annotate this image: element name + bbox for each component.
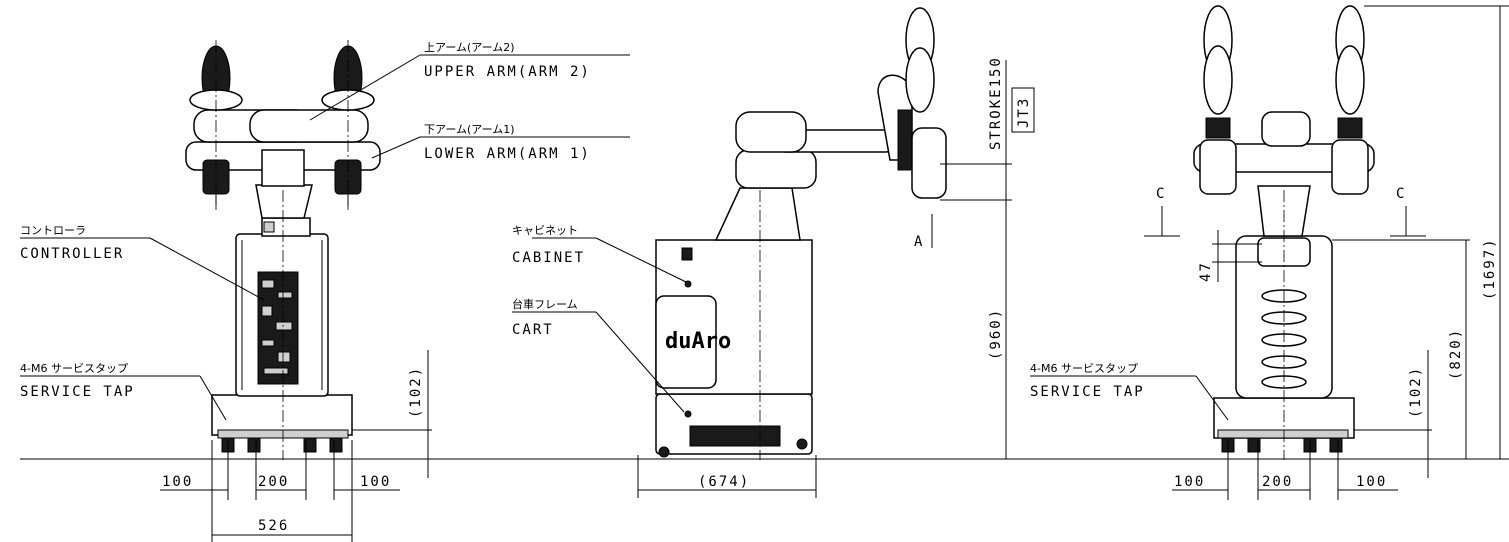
dim-right-102: (102) [1408, 366, 1424, 418]
rear-view-dimensions: 100 200 100 (102) (820) 47 (1697) [1172, 5, 1509, 500]
dim-left-526: 526 [258, 518, 289, 534]
dim-right-200: 200 [1262, 474, 1293, 490]
controller-callout: コントローラ CONTROLLER [20, 224, 265, 301]
cabinet-callout: キャビネット CABINET [512, 224, 687, 283]
dim-right-100-a: 100 [1174, 474, 1205, 490]
upper-arm-callout: 上アーム(アーム2) UPPER ARM(ARM 2) [309, 41, 630, 121]
service-tap-label-jp-left: 4-M6 サービスタップ [20, 362, 128, 375]
dim-mid-674: (674) [698, 474, 750, 490]
section-c-right-label: C [1396, 186, 1406, 202]
service-tap-label-jp-right: 4-M6 サービスタップ [1030, 362, 1138, 375]
dim-left-200: 200 [258, 474, 289, 490]
side-view-robot [655, 7, 947, 460]
service-tap-callout-left: 4-M6 サービスタップ SERVICE TAP [20, 362, 227, 421]
side-view-dimensions: (674) (960) STROKE150 JT3 A [637, 56, 1035, 498]
controller-label-jp: コントローラ [20, 224, 86, 237]
lower-arm-callout: 下アーム(アーム1) LOWER ARM(ARM 1) [371, 123, 630, 162]
view-a-label: A [914, 234, 924, 250]
dim-left-102: (102) [408, 366, 424, 418]
dim-mid-960: (960) [988, 308, 1004, 360]
dim-right-820: (820) [1448, 328, 1464, 380]
controller-label-en: CONTROLLER [20, 246, 124, 262]
jt3-label: JT3 [1016, 97, 1032, 128]
front-view-robot [185, 40, 381, 460]
service-tap-callout-right: 4-M6 サービスタップ SERVICE TAP [1030, 362, 1229, 421]
stroke-label: STROKE150 [988, 56, 1004, 150]
dim-right-1697: (1697) [1482, 237, 1498, 300]
cart-callout: 台車フレーム CART [512, 297, 685, 413]
upper-arm-label-en: UPPER ARM(ARM 2) [424, 64, 591, 80]
dim-right-100-b: 100 [1356, 474, 1387, 490]
service-tap-label-en-left: SERVICE TAP [20, 384, 135, 400]
cabinet-label-jp: キャビネット [512, 224, 578, 237]
cart-label-jp: 台車フレーム [512, 297, 578, 311]
dim-right-47: 47 [1198, 261, 1214, 282]
service-tap-label-en-right: SERVICE TAP [1030, 384, 1145, 400]
brand-logo: duAro [665, 329, 731, 354]
lower-arm-label-en: LOWER ARM(ARM 1) [424, 146, 591, 162]
upper-arm-label-jp: 上アーム(アーム2) [424, 41, 515, 54]
lower-arm-label-jp: 下アーム(アーム1) [424, 123, 515, 136]
rear-view-robot [1193, 5, 1375, 460]
section-c-left-label: C [1156, 186, 1166, 202]
front-view-dimensions: 100 200 100 526 (102) [160, 350, 432, 542]
cabinet-label-en: CABINET [512, 250, 585, 266]
cart-label-en: CART [512, 322, 554, 338]
section-c-marks: C C [1144, 186, 1426, 237]
dim-left-100-b: 100 [360, 474, 391, 490]
dim-left-100-a: 100 [162, 474, 193, 490]
